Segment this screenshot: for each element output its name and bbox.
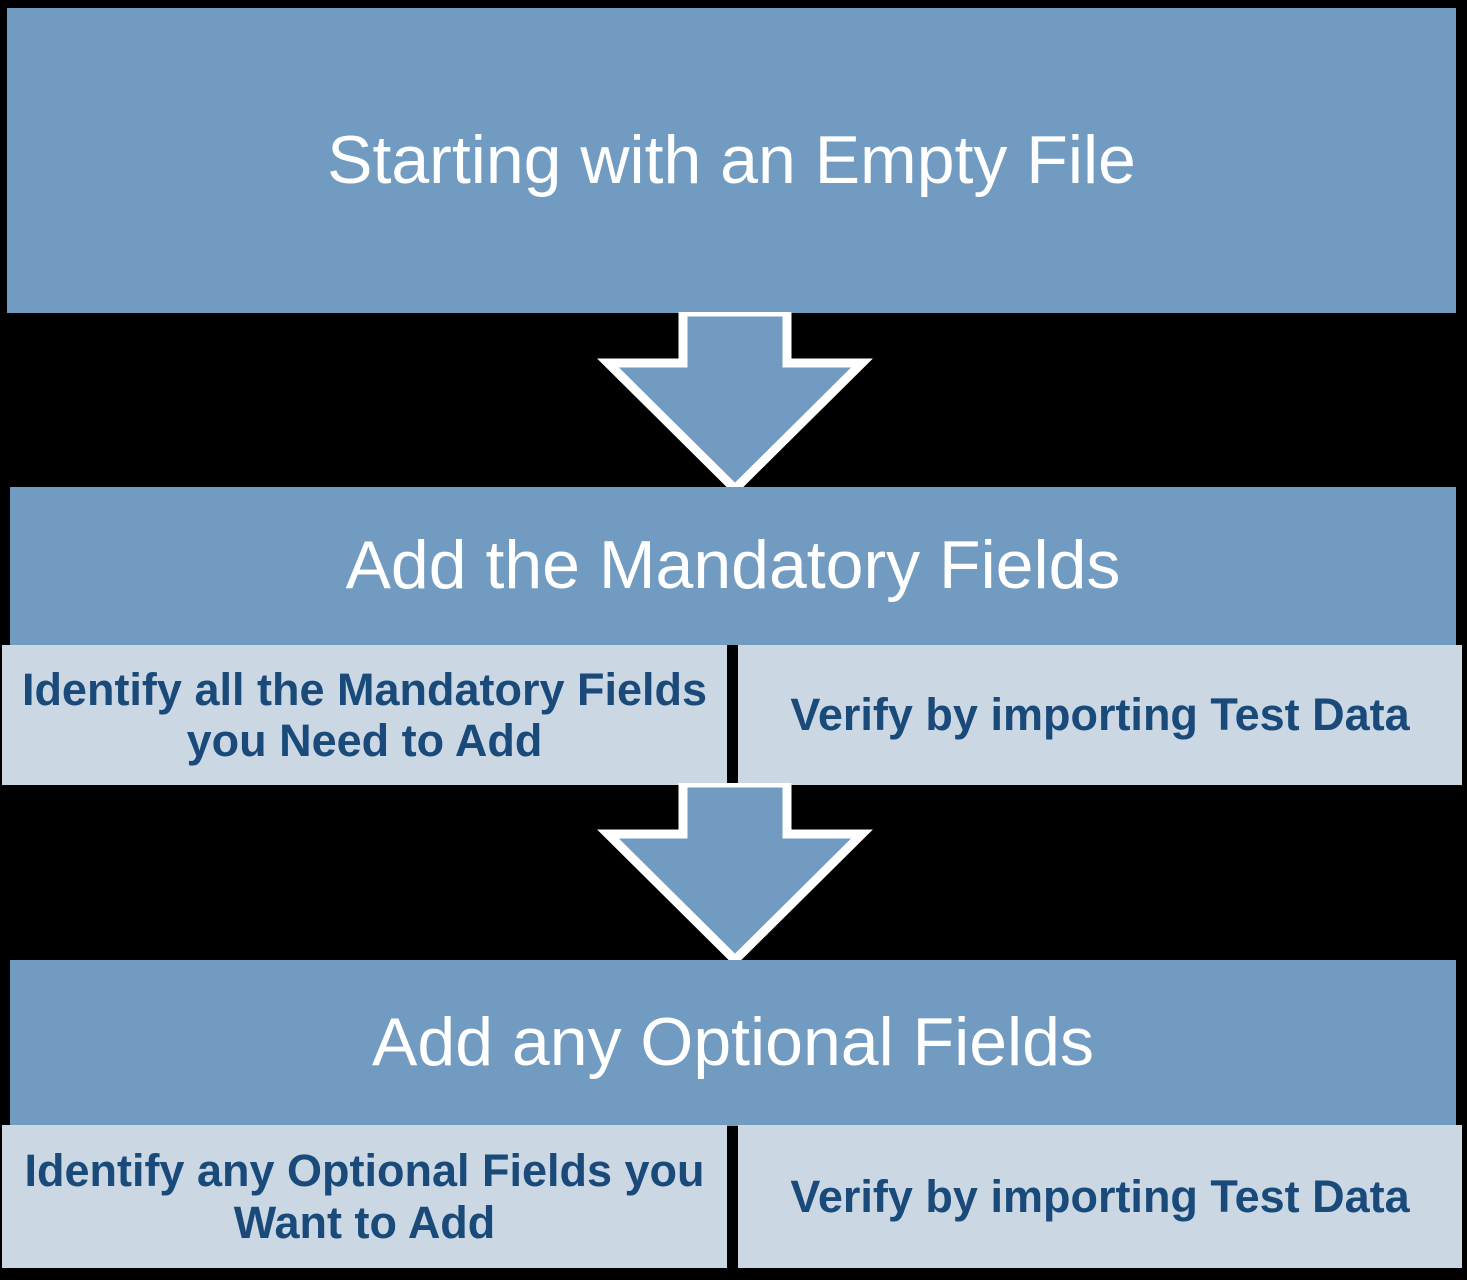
stage-2-subtask-2[interactable]: Verify by importing Test Data [738,645,1462,785]
stage-3-subtask-1[interactable]: Identify any Optional Fields you Want to… [2,1125,727,1268]
stage-1-header[interactable]: Starting with an Empty File [7,8,1456,313]
stage-3-header[interactable]: Add any Optional Fields [10,960,1456,1126]
stage-3-subtask-row: Identify any Optional Fields you Want to… [2,1125,1462,1268]
stage-2-subtask-row: Identify all the Mandatory Fields you Ne… [2,645,1462,785]
stage-3-subtask-2[interactable]: Verify by importing Test Data [738,1125,1462,1268]
down-arrow-icon [596,312,874,492]
down-arrow-icon [596,783,874,963]
stage-2-header[interactable]: Add the Mandatory Fields [10,487,1456,645]
stage-2-subtask-1[interactable]: Identify all the Mandatory Fields you Ne… [2,645,727,785]
